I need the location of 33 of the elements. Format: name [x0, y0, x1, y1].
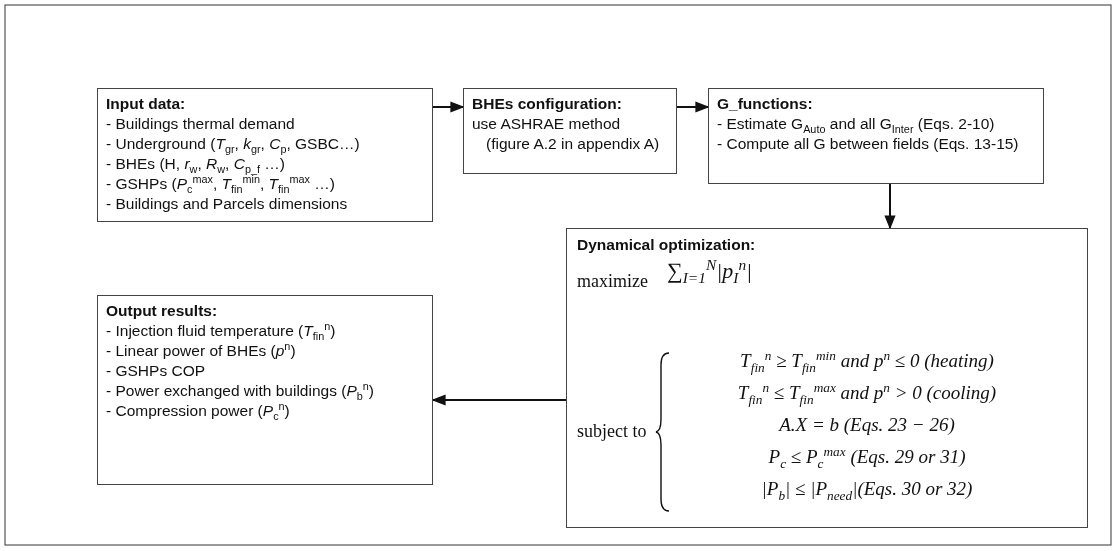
arrow — [884, 183, 896, 230]
arrow — [676, 101, 710, 113]
list-item: - Injection fluid temperature (T$_{fin}$$^{n}$) — [106, 321, 337, 341]
arrow — [432, 101, 465, 113]
objective-formula: ∑$_{I=1}$$^{N}$|p$_{I}$$^{n}$| — [667, 254, 753, 289]
list-item: - BHEs (H, r$_{w}$, R$_{w}$, C$_{p_f}$ …) — [106, 155, 286, 174]
list-item: - Estimate G$_{Auto}$ and all G$_{Inter}$ (Eqs. 2-10) — [717, 114, 996, 134]
box-heading: G_functions: — [717, 94, 814, 114]
list-item: - Compute all G between fields (Eqs. 13-15) — [717, 134, 1020, 154]
box-heading: BHEs configuration: — [472, 94, 623, 114]
list-item: - Underground (T$_{gr}$, k$_{gr}$, C$_{p}$, GSBC…) — [106, 134, 361, 154]
constraint-formula: A.X = b (Eqs. 23 − 26) — [777, 415, 956, 435]
list-item: - Linear power of BHEs (p$^{n}$) — [106, 341, 297, 361]
input-box — [97, 88, 433, 222]
list-item: - GSHPs COP — [106, 361, 207, 381]
list-item: - Buildings thermal demand — [106, 114, 296, 134]
optimization-box — [566, 228, 1088, 528]
box-heading: Input data: — [106, 94, 187, 114]
list-item: - Compression power (P$_{c}$$^{n}$) — [106, 401, 291, 421]
box-heading: Output results: — [106, 301, 219, 321]
output-box — [97, 295, 433, 485]
constraint-formula: |P$_{b}$| ≤ |P$_{need}$|(Eqs. 30 or 32) — [760, 479, 974, 499]
arrow — [431, 394, 567, 406]
box-heading: Dynamical optimization: — [577, 235, 756, 255]
list-item: use ASHRAE method (figure A.2 in appendix A) — [472, 114, 661, 154]
constraint-formula: P$_{c}$ ≤ P$_{c}$$^{max}$ (Eqs. 29 or 31) — [767, 447, 967, 467]
list-item: - GSHPs (P$_{c}$$^{max}$, T$_{fin}$$^{min}$, T$_{fin}$$^{max}$ …) — [106, 174, 336, 194]
formula-label: maximize — [577, 271, 648, 291]
list-item: - Buildings and Parcels dimensions — [106, 194, 349, 214]
process-box — [708, 88, 1044, 184]
list-item: - Power exchanged with buildings (P$_{b}$$^{n}$) — [106, 381, 375, 401]
formula-label: subject to — [577, 421, 647, 441]
process-box — [463, 88, 677, 174]
